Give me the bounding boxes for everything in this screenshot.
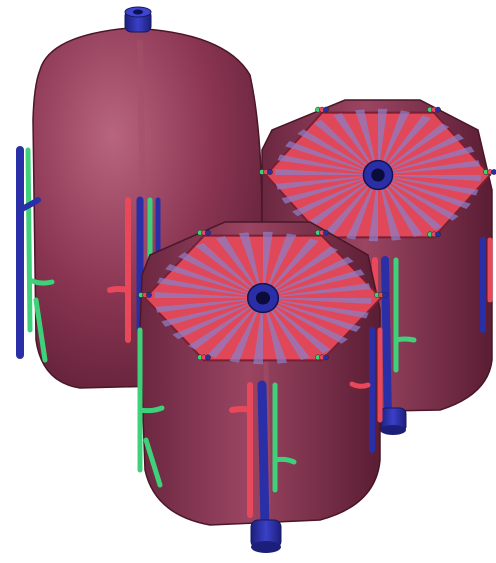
portal-triad-dot bbox=[267, 169, 272, 174]
portal-triad-dot bbox=[435, 232, 440, 237]
portal-triad-dot bbox=[435, 107, 440, 112]
portal-triad-dot bbox=[205, 230, 210, 235]
central-vein-lumen bbox=[371, 169, 384, 182]
portal-triad-dot bbox=[382, 292, 387, 297]
central-vein-lumen bbox=[256, 292, 270, 305]
portal-triad-dot bbox=[323, 107, 328, 112]
portal-triad-dot bbox=[205, 355, 210, 360]
central-vein-icon bbox=[125, 7, 151, 32]
portal-triad-dot bbox=[323, 230, 328, 235]
portal-triad-dot bbox=[491, 169, 496, 174]
portal-triad-dot bbox=[323, 355, 328, 360]
portal-triad-dot bbox=[146, 292, 151, 297]
lobule-front bbox=[138, 222, 387, 553]
